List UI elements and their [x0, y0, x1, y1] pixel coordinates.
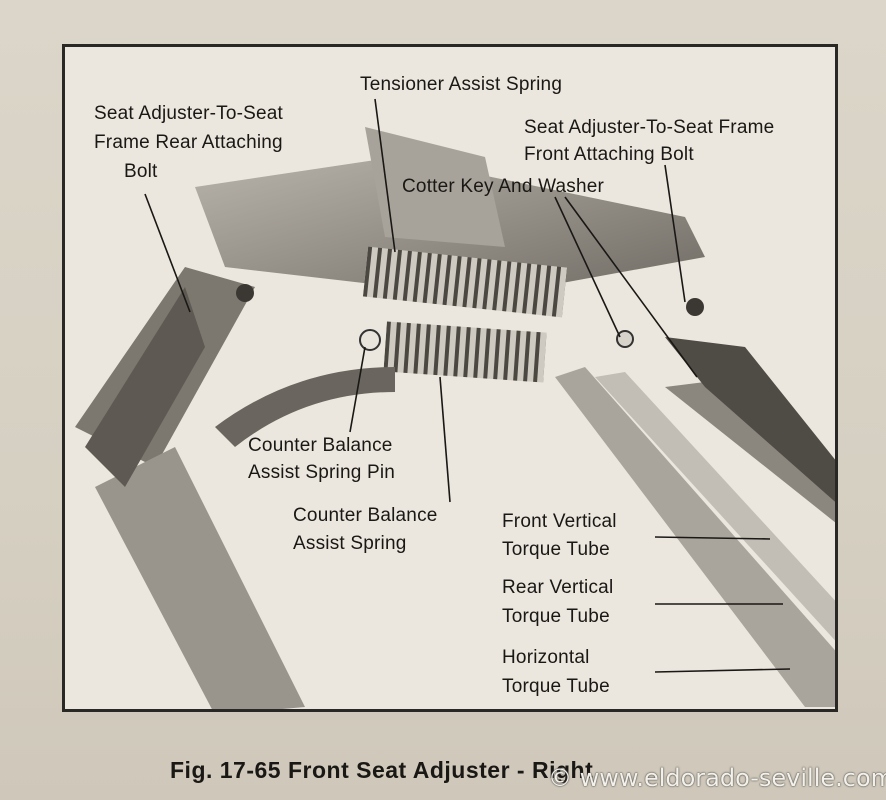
label-horizontal-tube-line2: Torque Tube [502, 676, 610, 697]
figure-photo-frame [62, 44, 838, 712]
label-rear-bolt-line1: Seat Adjuster-To-Seat [94, 103, 284, 124]
label-front-vertical-tube-line2: Torque Tube [502, 539, 610, 560]
sector-arc [215, 367, 395, 447]
front-bolt-graphic [686, 298, 704, 316]
left-frame-bracket [85, 287, 205, 487]
horizontal-torque-tube [665, 382, 835, 523]
label-rear-vertical-tube-line2: Torque Tube [502, 606, 610, 627]
watermark: © www.eldorado-seville.com [548, 764, 886, 792]
label-counter-balance-spring-line1: Counter Balance [293, 505, 438, 526]
right-rail [665, 337, 835, 502]
seat-adjuster-photo [75, 98, 835, 709]
spring-pin-graphic [359, 329, 381, 351]
cotter-key-graphic [616, 330, 634, 348]
label-horizontal-tube-line1: Horizontal [502, 647, 590, 668]
label-rear-bolt-line3: Bolt [124, 161, 158, 182]
label-counter-balance-pin-line2: Assist Spring Pin [248, 462, 396, 483]
label-front-bolt-line2: Front Attaching Bolt [524, 144, 694, 165]
counter-balance-spring-graphic [383, 321, 547, 383]
label-counter-balance-pin-line1: Counter Balance [248, 435, 393, 456]
figure-caption: Fig. 17-65 Front Seat Adjuster - Right [170, 757, 594, 783]
label-front-vertical-tube-line1: Front Vertical [502, 511, 617, 532]
label-rear-vertical-tube-line1: Rear Vertical [502, 577, 614, 598]
left-frame-leg [95, 447, 305, 709]
label-rear-bolt-line2: Frame Rear Attaching [94, 132, 283, 153]
label-cotter-key-and-washer: Cotter Key And Washer [402, 176, 605, 197]
upper-bracket [365, 127, 505, 247]
rear-vertical-torque-tube [595, 372, 835, 641]
label-counter-balance-spring-line2: Assist Spring [293, 533, 407, 554]
rear-bolt-graphic [236, 284, 254, 302]
label-tensioner-assist-spring: Tensioner Assist Spring [360, 74, 563, 95]
tensioner-spring-graphic [362, 246, 568, 318]
label-front-bolt-line1: Seat Adjuster-To-Seat Frame [524, 117, 775, 138]
leader-lines [144, 98, 791, 673]
